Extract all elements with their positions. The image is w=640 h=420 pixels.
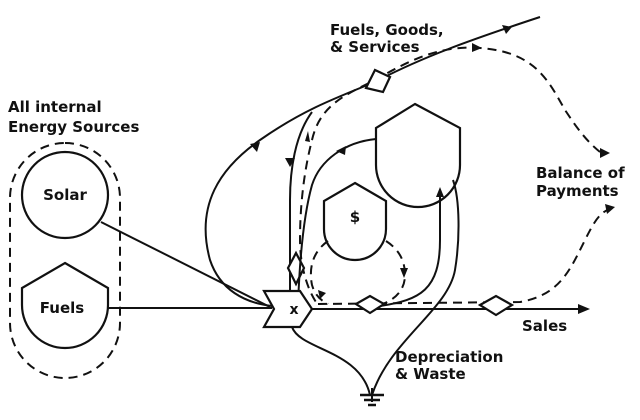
balance-arrow-bottom bbox=[605, 204, 615, 214]
sources-group-title-line2: Energy Sources bbox=[8, 118, 139, 136]
money-in-dashed-line bbox=[309, 240, 329, 305]
sales-payment-dashed-line bbox=[317, 207, 613, 305]
money-out-dashed-line bbox=[379, 240, 407, 306]
imports-arrow-1 bbox=[502, 25, 512, 34]
imports-label-line1: Fuels, Goods, bbox=[330, 21, 444, 39]
import-branch-arrow bbox=[285, 158, 295, 167]
sales-arrow bbox=[578, 304, 590, 314]
sales-transaction-diamond-2 bbox=[477, 294, 515, 317]
production-to-assets-line bbox=[379, 192, 441, 307]
solar-source-circle bbox=[20, 150, 110, 240]
money-out-arrow bbox=[400, 268, 408, 278]
production-to-assets-arrow bbox=[436, 187, 444, 197]
balance-arrow-top bbox=[600, 148, 610, 158]
assets-feedback-line bbox=[297, 138, 377, 306]
interaction-label: x bbox=[289, 302, 298, 318]
heat-sink-icon bbox=[360, 388, 384, 407]
solar-flow-line bbox=[100, 221, 271, 308]
money-storage-tank bbox=[322, 181, 388, 262]
sources-group-title-line1: All internal bbox=[8, 98, 102, 116]
import-transaction-diamond bbox=[364, 68, 392, 94]
payment-arrow-left bbox=[305, 131, 310, 142]
sales-transaction-diamond-1 bbox=[353, 294, 387, 315]
money-label: $ bbox=[350, 208, 360, 226]
solar-label: Solar bbox=[43, 186, 87, 204]
assets-feedback-arrow bbox=[336, 146, 346, 155]
sales-label: Sales bbox=[522, 317, 567, 335]
fuels-storage-tank bbox=[20, 261, 110, 350]
balance-label-line2: Payments bbox=[536, 182, 619, 200]
sources-group-boundary bbox=[9, 142, 121, 379]
payment-arrow-top bbox=[472, 43, 482, 52]
imports-arrow-2 bbox=[250, 142, 260, 152]
interaction-depreciation-line bbox=[291, 326, 371, 396]
fuels-label: Fuels bbox=[40, 299, 84, 317]
imports-label-line2: & Services bbox=[330, 38, 420, 56]
interaction-workgate bbox=[262, 289, 314, 329]
money-in-arrow bbox=[318, 290, 326, 299]
balance-label-line1: Balance of bbox=[536, 164, 625, 182]
depreciation-label-line1: Depreciation bbox=[395, 348, 503, 366]
assets-depreciation-line bbox=[371, 179, 460, 396]
imports-flow-line bbox=[204, 16, 541, 307]
depreciation-label-line2: & Waste bbox=[395, 365, 466, 383]
assets-storage-tank bbox=[374, 102, 462, 209]
